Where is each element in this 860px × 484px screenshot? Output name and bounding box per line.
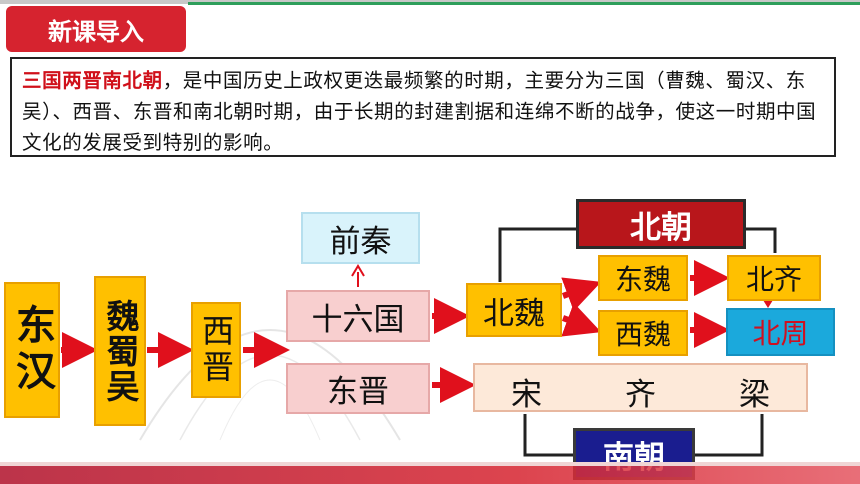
dynasty-qi: 齐 [625,377,656,412]
intro-body: ，是中国历史上政权更迭最频繁的时期，主要分为三国（曹魏、蜀汉、东吴）、西晋、东晋… [22,69,817,154]
label-beichao: 北朝 [576,199,746,249]
box-donghan: 东汉 [4,282,60,418]
intro-highlight: 三国两晋南北朝 [22,69,163,92]
box-dongjin: 东晋 [286,363,430,414]
box-qianqin: 前秦 [301,212,420,264]
box-beiqi: 北齐 [727,255,821,301]
box-beiwei: 北魏 [466,283,562,337]
box-dongwei: 东魏 [598,255,688,301]
dynasty-song: 宋 [511,377,542,412]
top-accent-line [188,2,860,5]
box-wei-shu-wu: 魏蜀吴 [94,276,146,426]
dynasty-chen: 陈 [625,403,656,410]
box-southern-dynasties: 宋 齐 梁 陈 [473,363,808,412]
section-badge: 新课导入 [6,6,186,52]
dynasty-liang: 梁 [739,377,770,412]
intro-text-box: 三国两晋南北朝，是中国历史上政权更迭最频繁的时期，主要分为三国（曹魏、蜀汉、东吴… [10,57,836,157]
bottom-divider [0,462,860,466]
box-shiliuguo: 十六国 [286,290,430,342]
box-beizhou: 北周 [726,308,835,356]
bottom-accent-bar [0,466,860,484]
box-xiwei: 西魏 [598,310,688,356]
box-xijin: 西晋 [191,302,241,398]
